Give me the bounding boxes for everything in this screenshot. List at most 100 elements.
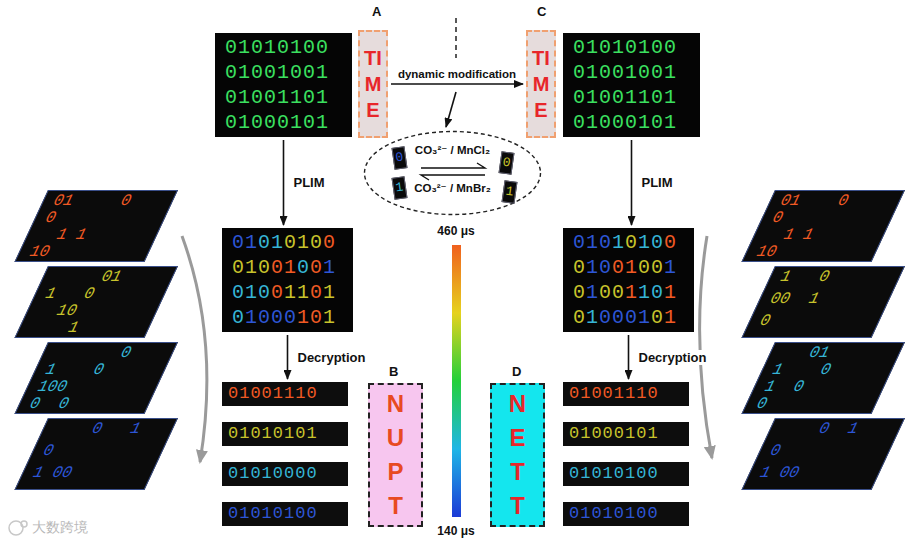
layer-digits: 0 xyxy=(39,443,57,460)
layer-digits: 0 xyxy=(766,443,784,460)
layer-digits: 01 0 xyxy=(777,193,852,210)
binary-digit: 0 xyxy=(225,111,238,134)
layer-digits: 0 xyxy=(753,396,771,413)
binary-digit: 0 xyxy=(625,111,638,134)
ellipse-outline xyxy=(363,130,542,216)
decoded-row: 01000101 xyxy=(569,422,683,446)
layer-node: 01 00 1 110 xyxy=(741,190,905,262)
binary-digit: 0 xyxy=(284,231,297,254)
binary-row: 01010100 xyxy=(573,35,690,60)
binary-digit: 1 xyxy=(297,281,310,304)
binary-digit: 1 xyxy=(664,86,677,109)
vertical-word: NUPT xyxy=(384,387,408,523)
row-node: 01001110 xyxy=(563,382,689,406)
binary-digit: 1 xyxy=(323,306,336,329)
binary-digit: 0 xyxy=(612,111,625,134)
binary-digit: 0 xyxy=(599,86,612,109)
binary-digit: 0 xyxy=(316,36,329,59)
binary-digit: 0 xyxy=(303,36,316,59)
row-node: 01001110 xyxy=(222,382,348,406)
layer-digits: 1 0 xyxy=(769,362,835,379)
reverse-half-arrow xyxy=(421,175,485,180)
decoded-row: 01010100 xyxy=(569,502,683,526)
binary-digit: 0 xyxy=(651,306,664,329)
binary-digit: 1 xyxy=(638,86,651,109)
binary-digit: 0 xyxy=(232,281,245,304)
edge-label: PLIM xyxy=(640,175,675,190)
reagent-label: CO₃²⁻ / MnCl₂ xyxy=(363,143,542,158)
binary-row: 01010100 xyxy=(232,230,343,255)
decoded-row: 01001110 xyxy=(569,382,683,406)
binary-digit: 0 xyxy=(251,86,264,109)
binary-digit: 0 xyxy=(599,36,612,59)
binary-digit: 0 xyxy=(638,61,651,84)
binary-digit: 0 xyxy=(612,281,625,304)
binary-digit: 0 xyxy=(225,61,238,84)
row-node: 01010000 xyxy=(222,462,348,486)
binary-digit: 1 xyxy=(638,306,651,329)
binary-digit: 0 xyxy=(573,256,586,279)
layer-digits: 1 1 xyxy=(34,227,90,244)
binary-digit: 1 xyxy=(625,256,638,279)
binary-digit: 0 xyxy=(290,61,303,84)
binary-row: 01000101 xyxy=(225,110,342,135)
ellipse-node: CO₃²⁻ / MnCl₂CO₃²⁻ / MnBr₂0011 xyxy=(363,130,542,216)
binary-digit: 0 xyxy=(258,281,271,304)
binary-digit: 1 xyxy=(612,231,625,254)
binary-digit: 1 xyxy=(238,111,251,134)
edge-label: PLIM xyxy=(292,175,327,190)
binary-digit: 0 xyxy=(612,61,625,84)
layer-digits: 10 xyxy=(26,244,53,261)
layer-digits: 0 1 xyxy=(50,421,144,438)
watermark: 大数跨境 xyxy=(32,519,88,537)
vert-node: NETT xyxy=(490,383,545,527)
flow-arrow xyxy=(391,83,523,85)
binary-digit: 0 xyxy=(323,231,336,254)
binary-digit: 1 xyxy=(586,281,599,304)
digit-icon-text: 1 xyxy=(503,181,517,202)
binary-digit: 0 xyxy=(612,256,625,279)
binary-digit: 1 xyxy=(586,86,599,109)
binary-digit: 0 xyxy=(271,256,284,279)
binary-row: 01010100 xyxy=(573,230,684,255)
forward-half-arrow xyxy=(421,163,485,168)
layer-digits: 0 xyxy=(769,210,787,227)
binary-digit: 1 xyxy=(664,61,677,84)
panel-node: 01010100010010010100110101000101 xyxy=(563,33,700,137)
layer-digits: 00 1 xyxy=(766,291,822,308)
binary-digit: 1 xyxy=(245,231,258,254)
binary-row: 01010100 xyxy=(225,35,342,60)
binary-digit: 0 xyxy=(625,231,638,254)
row-node: 01010100 xyxy=(222,502,348,526)
binary-digit: 0 xyxy=(599,61,612,84)
color-bar xyxy=(452,245,461,517)
binary-digit: 0 xyxy=(573,86,586,109)
binary-digit: 0 xyxy=(638,256,651,279)
layer-digits: 01 xyxy=(777,345,833,362)
binary-digit: 0 xyxy=(573,36,586,59)
binary-row: 01001101 xyxy=(225,85,342,110)
binary-digit: 0 xyxy=(651,86,664,109)
edge-label: Decryption xyxy=(296,350,368,365)
binary-digit: 0 xyxy=(651,256,664,279)
panel-node: 01010100010010010100110101000101 xyxy=(563,228,694,332)
binary-digit: 0 xyxy=(573,111,586,134)
layer-digits: 0 xyxy=(50,345,135,362)
binary-digit: 1 xyxy=(586,61,599,84)
binary-digit: 1 xyxy=(284,256,297,279)
binary-digit: 0 xyxy=(651,61,664,84)
decoded-row: 01010000 xyxy=(228,462,342,486)
binary-digit: 1 xyxy=(638,36,651,59)
layer-node: 01 01000 0 xyxy=(14,342,178,414)
digit-icon-text: 1 xyxy=(393,177,407,198)
binary-row: 01001101 xyxy=(573,85,690,110)
binary-digit: 1 xyxy=(586,306,599,329)
binary-digit: 0 xyxy=(258,256,271,279)
binary-digit: 0 xyxy=(599,256,612,279)
binary-digit: 0 xyxy=(573,281,586,304)
dashed-divider xyxy=(455,18,457,58)
scale-label: 460 μs xyxy=(437,224,474,238)
binary-digit: 0 xyxy=(651,231,664,254)
binary-digit: 0 xyxy=(258,306,271,329)
binary-digit: 0 xyxy=(225,86,238,109)
